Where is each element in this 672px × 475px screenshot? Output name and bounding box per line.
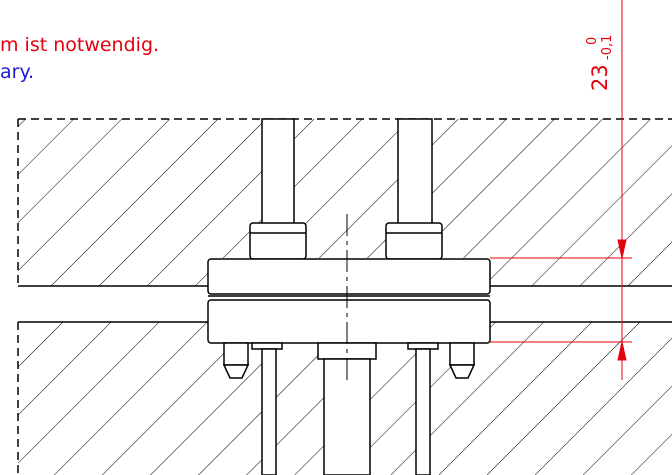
central-plates <box>207 258 491 344</box>
dimension-lower-tolerance: -0,1 <box>600 35 615 60</box>
note-german: m ist notwendig. <box>0 34 160 56</box>
dimension-upper-tolerance: 0 <box>585 37 600 45</box>
note-english: ary. <box>0 61 35 83</box>
upper-tubes <box>249 118 443 260</box>
upper-plate-section <box>17 118 672 287</box>
dimension-annotation <box>490 0 632 380</box>
dimension-nominal: 23 <box>588 64 612 91</box>
